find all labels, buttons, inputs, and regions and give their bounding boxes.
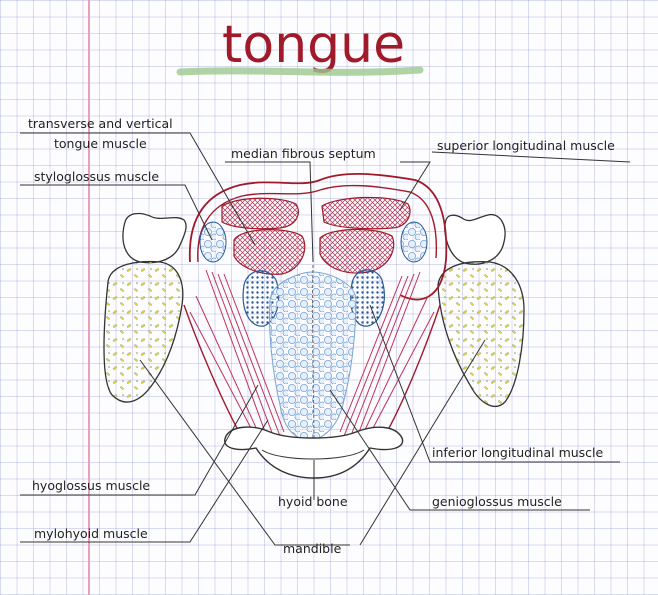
styloglossus-left <box>199 221 227 263</box>
tongue-outline-outer <box>188 173 448 301</box>
label-transverse-line1: transverse and vertical <box>28 116 173 131</box>
left-tooth <box>122 212 187 264</box>
label-transverse-line2: tongue muscle <box>54 136 147 151</box>
title-underline <box>176 66 424 76</box>
notebook-margin-line <box>88 0 90 595</box>
tongue-outline-inner <box>197 184 438 263</box>
hyoglossus-fibres-left <box>189 269 285 441</box>
label-mandible: mandible <box>283 541 342 556</box>
hyoglossus-fibres-right <box>339 271 435 441</box>
label-hyoglossus: hyoglossus muscle <box>32 478 150 493</box>
transverse-vertical-left <box>233 229 306 275</box>
label-superior-longitudinal: superior longitudinal muscle <box>437 138 615 153</box>
label-styloglossus: styloglossus muscle <box>34 169 159 184</box>
label-mylohyoid: mylohyoid muscle <box>34 526 148 541</box>
superior-longitudinal-right <box>321 196 411 230</box>
median-septum-line <box>312 264 315 441</box>
left-mandible-bone <box>103 260 184 403</box>
right-mandible-bone <box>437 261 525 407</box>
label-inferior-longitudinal: inferior longitudinal muscle <box>432 445 604 460</box>
mylohyoid-right-curve <box>387 304 441 431</box>
right-tooth <box>444 213 506 265</box>
leader-lines <box>20 132 631 546</box>
title-text: tongue <box>222 15 405 75</box>
mylohyoid-left-curve <box>183 304 239 431</box>
hyoid-inner-curve <box>261 449 365 460</box>
transverse-vertical-right <box>319 228 395 274</box>
hyoid-bone <box>224 426 404 479</box>
label-genioglossus: genioglossus muscle <box>432 494 562 509</box>
label-hyoid-bone: hyoid bone <box>278 494 348 509</box>
superior-longitudinal-left <box>221 197 299 230</box>
label-median-septum: median fibrous septum <box>231 146 376 161</box>
styloglossus-right <box>400 221 428 263</box>
